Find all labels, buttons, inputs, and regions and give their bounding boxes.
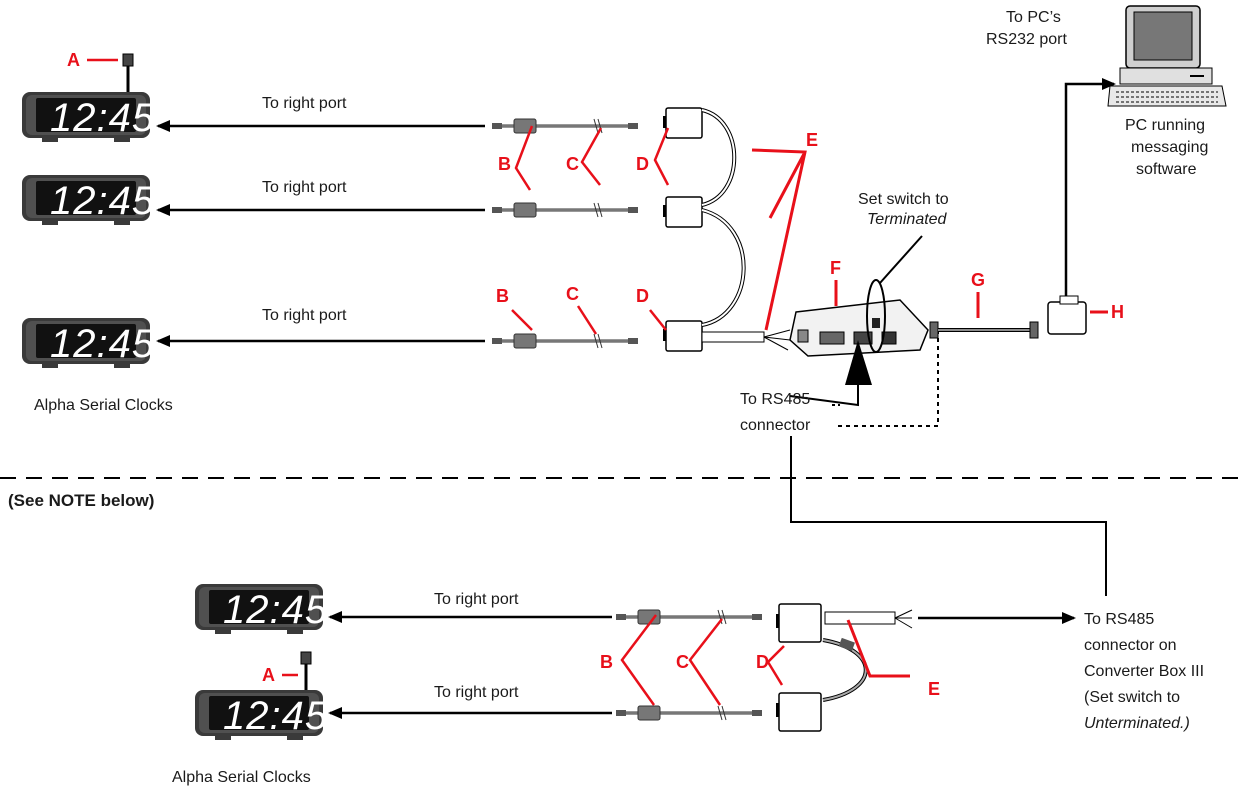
callout-line: [514, 125, 534, 191]
switch-note: Set switch to: [858, 191, 949, 208]
callout-line: [580, 127, 603, 186]
junction-box-bottom-2: [776, 692, 822, 732]
callout-line: [620, 614, 657, 706]
callout-f: F: [830, 258, 841, 278]
pc-port-label: To PC’s: [1006, 9, 1061, 26]
rs485-arrowhead: [845, 340, 872, 385]
switch-highlight: [866, 279, 886, 353]
rs485-label: To RS485: [740, 391, 810, 408]
callout-line: [511, 309, 533, 331]
clock-connector-a: [122, 53, 134, 67]
callout-d: D: [636, 286, 649, 306]
clock-bottom-1: 12:45: [195, 584, 328, 634]
callout-e: E: [928, 679, 940, 699]
callout-line: [766, 645, 785, 686]
callout-a: A: [67, 50, 80, 70]
callout-line: [653, 127, 670, 186]
cable-top-1: [490, 117, 640, 135]
switch-pointer: [879, 235, 923, 284]
pc-port-label: RS232 port: [986, 31, 1067, 48]
clock-connector-a: [300, 651, 312, 665]
callout-line: [576, 305, 598, 335]
junction-box-1: [662, 107, 703, 139]
clocks-caption: Alpha Serial Clocks: [34, 397, 173, 414]
clock-digits: 12:45: [50, 179, 155, 223]
callout-c: C: [566, 284, 579, 304]
chain-loop-1: [701, 108, 737, 207]
port-label: To right port: [262, 179, 347, 196]
junction-box-2: [662, 196, 703, 228]
callout-h: H: [1111, 302, 1124, 322]
rs485-label: connector: [740, 417, 811, 434]
pc-caption: software: [1136, 161, 1197, 178]
cable-top-3: [490, 332, 640, 350]
callout-g: G: [971, 270, 985, 290]
callout-a: A: [262, 665, 275, 685]
junction-box-bottom-1: [776, 603, 822, 643]
junction-box-3: [662, 320, 703, 352]
callout-c: C: [676, 652, 689, 672]
port-label: To right port: [434, 684, 519, 701]
converter-box: [789, 299, 929, 357]
callout-c: C: [566, 154, 579, 174]
clock-bottom-2: 12:45: [195, 690, 328, 740]
callout-d: D: [756, 652, 769, 672]
callout-line: [688, 618, 723, 706]
port-label: To right port: [262, 307, 347, 324]
converter-label: To RS485: [1084, 611, 1154, 628]
clocks-caption: Alpha Serial Clocks: [172, 769, 311, 786]
converter-label-unterminated: Unterminated.): [1084, 715, 1190, 732]
callout-e: E: [806, 130, 818, 150]
clock-top-1: 12:45: [22, 92, 155, 142]
callout-line: [751, 148, 807, 331]
callout-b: B: [600, 652, 613, 672]
clock-digits: 12:45: [223, 588, 328, 632]
clock-digits: 12:45: [50, 322, 155, 366]
port-label: To right port: [434, 591, 519, 608]
pc-caption: messaging: [1131, 139, 1208, 156]
rs485-lead-bottom: [824, 611, 896, 625]
cable-top-2: [490, 201, 640, 219]
callout-b: B: [496, 286, 509, 306]
switch-note-terminated: Terminated: [867, 211, 948, 228]
divider-note: (See NOTE below): [8, 491, 154, 510]
clock-digits: 12:45: [50, 96, 155, 140]
callout-line: [649, 309, 667, 331]
callout-b: B: [498, 154, 511, 174]
clock-digits: 12:45: [223, 694, 328, 738]
pc-icon: [1107, 5, 1227, 107]
cable-bottom-2: [614, 704, 764, 722]
pc-caption: PC running: [1125, 117, 1205, 134]
clock-top-2: 12:45: [22, 175, 155, 225]
converter-label: connector on: [1084, 637, 1177, 654]
callout-d: D: [636, 154, 649, 174]
clock-top-3: 12:45: [22, 318, 155, 368]
port-label: To right port: [262, 95, 347, 112]
callout-line: [846, 619, 910, 678]
rs485-lead: [701, 331, 765, 343]
chain-loop-2: [701, 208, 746, 327]
arrow-to-pc: [1064, 78, 1116, 296]
rs485-route: [790, 436, 1107, 596]
converter-label: Converter Box III: [1084, 663, 1204, 680]
db9-adapter: [1047, 295, 1087, 335]
dotted-link: [838, 330, 939, 427]
converter-label: (Set switch to: [1084, 689, 1180, 706]
cable-bottom-1: [614, 608, 764, 626]
